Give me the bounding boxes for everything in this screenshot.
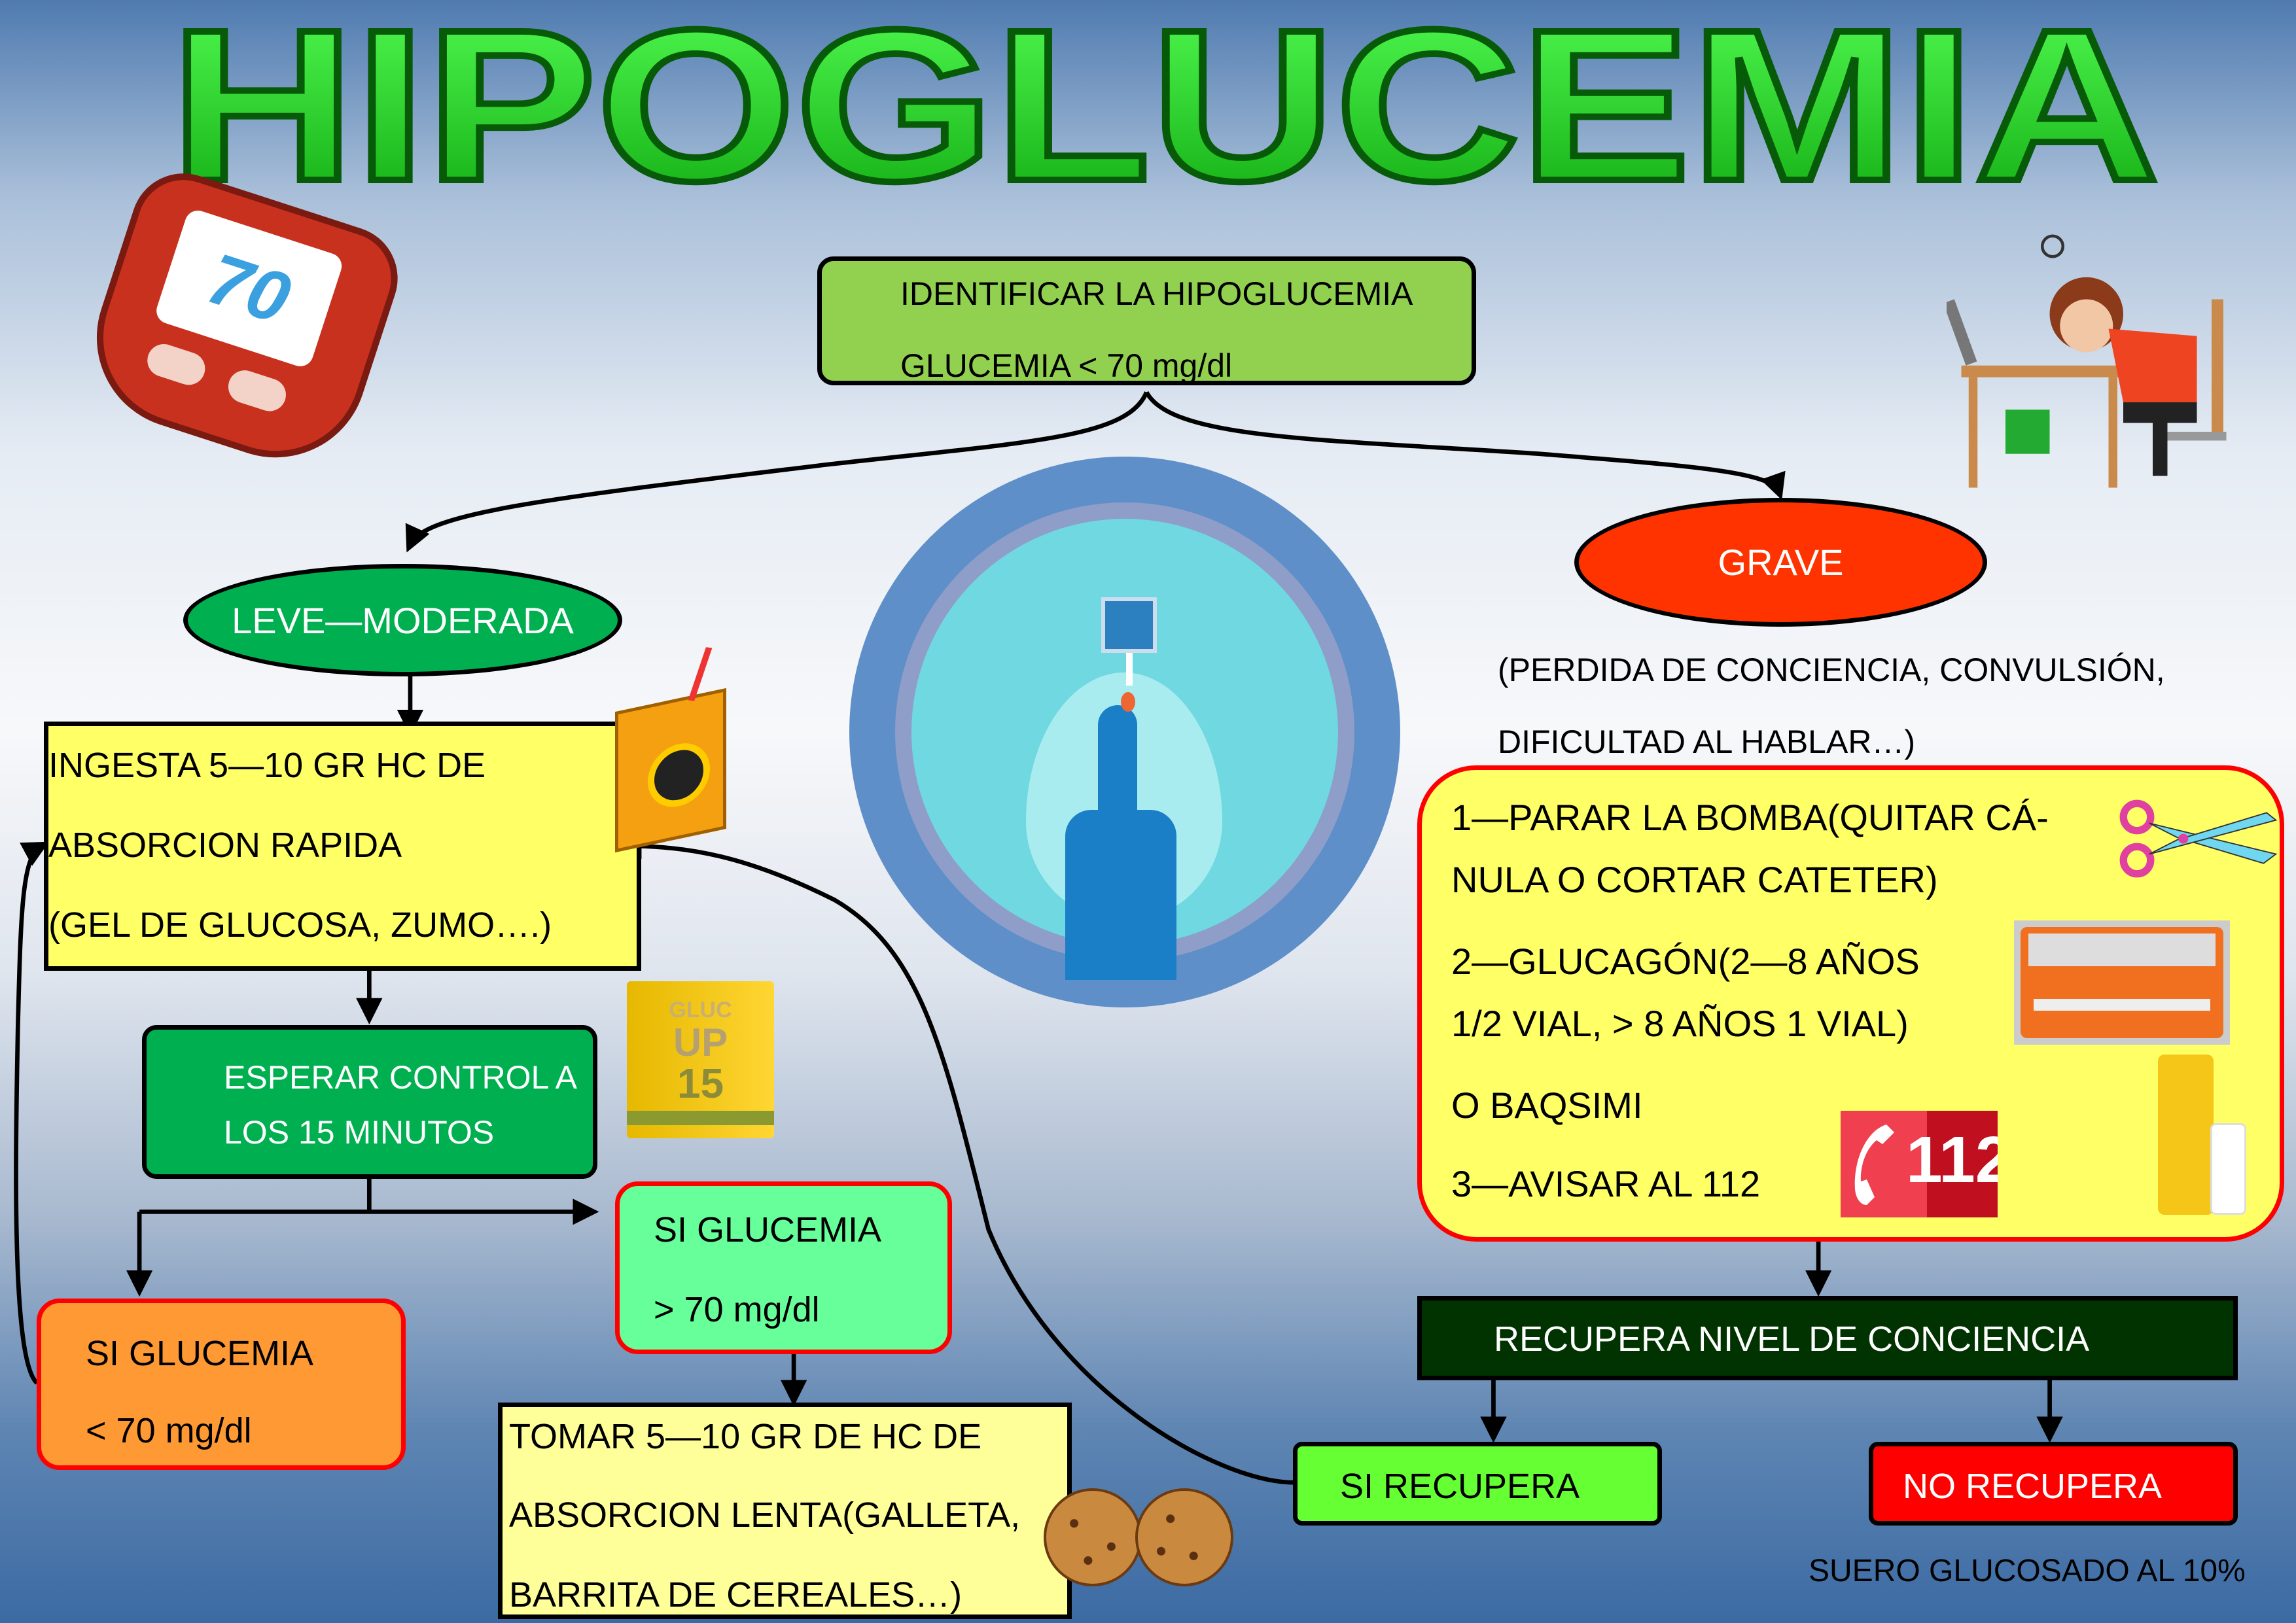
high-line: SI GLUCEMIA (654, 1210, 882, 1249)
intake-line: INGESTA 5—10 GR HC DE (48, 746, 486, 785)
recovers-text: SI RECUPERA (1340, 1467, 1580, 1506)
high-line: > 70 mg/dl (654, 1290, 820, 1329)
arrow-low-loop (14, 841, 50, 1385)
mild-moderate-label: LEVE—MODERADA (183, 564, 622, 676)
arrow-to-severe (1144, 391, 1786, 500)
severe-label: GRAVE (1574, 498, 1987, 627)
cookie-icon (1044, 1488, 1142, 1586)
not-recovers-box: NO RECUPERA (1869, 1442, 2238, 1526)
low-line: < 70 mg/dl (86, 1411, 252, 1450)
identify-box: IDENTIFICAR LA HIPOGLUCEMIA GLUCEMIA < 7… (817, 256, 1476, 385)
slow-carbs-box: TOMAR 5—10 GR DE HC DE ABSORCION LENTA(G… (498, 1403, 1072, 1619)
wait-line: LOS 15 MINUTOS (224, 1114, 495, 1151)
low-line: SI GLUCEMIA (86, 1334, 314, 1373)
identify-title: IDENTIFICAR LA HIPOGLUCEMIA (900, 275, 1413, 312)
arrow-wait-split (139, 1178, 590, 1212)
severe-symptoms: DIFICULTAD AL HABLAR…) (1498, 724, 1916, 760)
fainted-person-icon (1947, 234, 2227, 488)
baqsimi-icon (2158, 1055, 2214, 1215)
svg-text:HIPOGLUCEMIA: HIPOGLUCEMIA (170, 7, 2159, 209)
recovers-box: SI RECUPERA (1293, 1442, 1662, 1526)
step-line: 2—GLUCAGÓN(2—8 AÑOS (1451, 941, 1920, 982)
step-line: 3—AVISAR AL 112 (1451, 1163, 1761, 1204)
not-recovers-text: NO RECUPERA (1903, 1467, 2163, 1506)
finger-prick-icon (849, 457, 1400, 1007)
baqsimi-icon (2210, 1123, 2246, 1215)
cookie-icon (1135, 1488, 1233, 1586)
high-glucose-box: SI GLUCEMIA > 70 mg/dl (615, 1181, 952, 1354)
recover-header-text: RECUPERA NIVEL DE CONCIENCIA (1494, 1319, 2090, 1359)
recover-header: RECUPERA NIVEL DE CONCIENCIA (1417, 1296, 2238, 1380)
phone-icon (1854, 1125, 1894, 1205)
gel-brand: GLUC (669, 998, 732, 1022)
mild-label-text: LEVE—MODERADA (232, 599, 574, 641)
arrow-to-mild (405, 391, 1149, 553)
meter-reading: 70 (153, 207, 345, 370)
step-line: NULA O CORTAR CATETER) (1451, 859, 1938, 900)
glucagon-kit-icon (2014, 920, 2230, 1045)
slow-line: BARRITA DE CEREALES…) (509, 1575, 963, 1614)
rapid-intake-box: INGESTA 5—10 GR HC DE ABSORCION RAPIDA (… (44, 722, 641, 971)
low-glucose-box: SI GLUCEMIA < 70 mg/dl (37, 1299, 406, 1470)
iv-glucose-note: SUERO GLUCOSADO AL 10% (1809, 1554, 2246, 1588)
identify-threshold: GLUCEMIA < 70 mg/dl (900, 347, 1233, 384)
wait-line: ESPERAR CONTROL A (224, 1059, 577, 1096)
severe-label-text: GRAVE (1718, 542, 1844, 583)
scissors-icon (2119, 799, 2278, 878)
juice-box-icon (615, 647, 726, 853)
emergency-number: 112 (1906, 1123, 1998, 1196)
wait-box: ESPERAR CONTROL A LOS 15 MINUTOS (142, 1025, 597, 1179)
gel-brand: UP (673, 1021, 728, 1064)
slow-line: TOMAR 5—10 GR DE HC DE (509, 1417, 982, 1456)
severe-steps-box: 1—PARAR LA BOMBA(QUITAR CÁ- NULA O CORTA… (1417, 765, 2284, 1242)
severe-symptoms: (PERDIDA DE CONCIENCIA, CONVULSIÓN, (1498, 652, 2165, 688)
step-line: 1/2 VIAL, > 8 AÑOS 1 VIAL) (1451, 1003, 1909, 1044)
intake-line: ABSORCION RAPIDA (48, 826, 402, 865)
slow-line: ABSORCION LENTA(GALLETA, (509, 1495, 1021, 1535)
intake-line: (GEL DE GLUCOSA, ZUMO….) (48, 905, 552, 945)
gel-brand: 15 (677, 1060, 724, 1107)
step-line: 1—PARAR LA BOMBA(QUITAR CÁ- (1451, 797, 2049, 838)
emergency-112-icon: 112 (1841, 1111, 1998, 1217)
page-title: HIPOGLUCEMIA (167, 7, 2163, 209)
glucose-gel-box-icon: GLUC UP 15 (627, 981, 774, 1138)
arrow-recover-loop (615, 832, 1294, 1485)
step-line: O BAQSIMI (1451, 1085, 1643, 1126)
